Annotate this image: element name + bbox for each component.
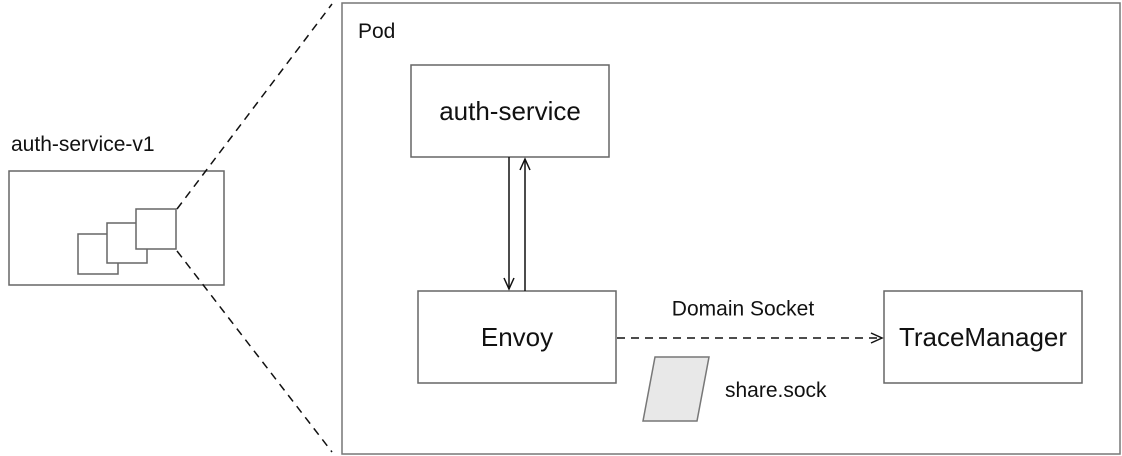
trace-manager-label: TraceManager <box>898 322 1068 352</box>
group-label: auth-service-v1 <box>11 133 155 156</box>
socket-file-label: share.sock <box>725 379 827 402</box>
auth-service-label: auth-service <box>439 96 581 126</box>
domain-socket-label: Domain Socket <box>671 297 815 321</box>
zoom-line-top <box>176 3 333 210</box>
envoy-node <box>417 290 617 384</box>
envoy-label: Envoy <box>480 322 554 352</box>
socket-file-shape <box>642 356 710 422</box>
pod-container <box>341 2 1121 455</box>
pod-label: Pod <box>358 20 396 43</box>
pod-stack-icon-front <box>135 208 177 250</box>
auth-service-node <box>410 64 610 158</box>
trace-manager-node <box>883 290 1083 384</box>
zoom-line-bottom <box>176 250 333 453</box>
